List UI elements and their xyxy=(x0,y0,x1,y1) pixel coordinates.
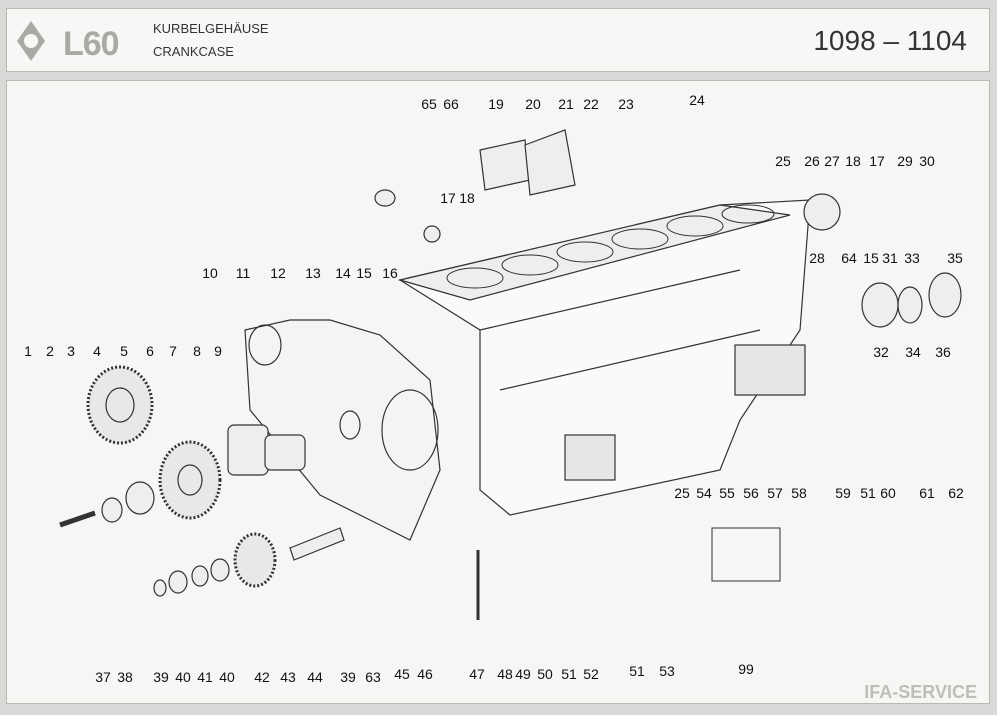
callout: 48 xyxy=(497,666,513,682)
callout: 61 xyxy=(919,485,935,501)
callout: 14 xyxy=(335,265,351,281)
callout: 35 xyxy=(947,250,963,266)
callout: 17 xyxy=(440,190,456,206)
callout: 5 xyxy=(120,343,128,359)
callout: 30 xyxy=(919,153,935,169)
callout: 28 xyxy=(809,250,825,266)
ifa-diamond-icon xyxy=(17,21,45,61)
callout: 51 xyxy=(629,663,645,679)
callout: 36 xyxy=(935,344,951,360)
callout: 1 xyxy=(24,343,32,359)
callout: 55 xyxy=(719,485,735,501)
callout: 6 xyxy=(146,343,154,359)
callout: 26 xyxy=(804,153,820,169)
callout: 8 xyxy=(193,343,201,359)
callout: 17 xyxy=(869,153,885,169)
ifa-service-label: IFA-SERVICE xyxy=(864,682,977,702)
page-range: 1098 – 1104 xyxy=(813,25,967,56)
gears xyxy=(86,365,277,588)
callout: 11 xyxy=(235,265,251,281)
callout: 18 xyxy=(845,153,861,169)
callout: 16 xyxy=(382,265,398,281)
callout: 22 xyxy=(583,96,599,112)
title-german: KURBELGEHÄUSE xyxy=(153,21,269,36)
callout: 52 xyxy=(583,666,599,682)
callout: 3 xyxy=(67,343,75,359)
callout: 58 xyxy=(791,485,807,501)
callout: 51 xyxy=(561,666,577,682)
callout: 56 xyxy=(743,485,759,501)
callout: 64 xyxy=(841,250,857,266)
callout: 23 xyxy=(618,96,634,112)
callout: 53 xyxy=(659,663,675,679)
front-plate xyxy=(244,319,441,541)
callout: 59 xyxy=(835,485,851,501)
callout: 13 xyxy=(305,265,321,281)
callout: 20 xyxy=(525,96,541,112)
title-english: CRANKCASE xyxy=(153,44,234,59)
callout: 40 xyxy=(175,669,191,685)
crankcase-block xyxy=(397,199,811,516)
callout: 4 xyxy=(93,343,101,359)
logo-text: L60 xyxy=(63,25,120,63)
callout: 46 xyxy=(417,666,433,682)
callout: 33 xyxy=(904,250,920,266)
callout: 38 xyxy=(117,669,133,685)
callout: 9 xyxy=(214,343,222,359)
callout: 50 xyxy=(537,666,553,682)
callout: 47 xyxy=(469,666,485,682)
callout: 63 xyxy=(365,669,381,685)
callout: 60 xyxy=(880,485,896,501)
callout: 37 xyxy=(95,669,111,685)
box-99 xyxy=(711,527,781,582)
callout: 12 xyxy=(270,265,286,281)
callout: 41 xyxy=(197,669,213,685)
callout: 57 xyxy=(767,485,783,501)
callout: 34 xyxy=(905,344,921,360)
callout: 32 xyxy=(873,344,889,360)
callout: 10 xyxy=(202,265,218,281)
callout: 39 xyxy=(153,669,169,685)
callout: 43 xyxy=(280,669,296,685)
callout: 29 xyxy=(897,153,913,169)
callout: 62 xyxy=(948,485,964,501)
callout: 18 xyxy=(459,190,475,206)
callout: 45 xyxy=(394,666,410,682)
callout: 44 xyxy=(307,669,323,685)
callout: 2 xyxy=(46,343,54,359)
callout: 54 xyxy=(696,485,712,501)
callout: 39 xyxy=(340,669,356,685)
callout: 7 xyxy=(169,343,177,359)
callout: 24 xyxy=(689,92,705,108)
callout: 49 xyxy=(515,666,531,682)
callout: 25 xyxy=(775,153,791,169)
ifa-l60-logo: L60 xyxy=(15,19,145,63)
callout: 25 xyxy=(674,485,690,501)
callout: 31 xyxy=(882,250,898,266)
callout: 99 xyxy=(738,661,754,677)
callout: 51 xyxy=(860,485,876,501)
callout: 15 xyxy=(356,265,372,281)
callout: 27 xyxy=(824,153,840,169)
callout: 21 xyxy=(558,96,574,112)
small-parts xyxy=(59,129,962,620)
callout: 66 xyxy=(443,96,459,112)
callout: 19 xyxy=(488,96,504,112)
callout: 40 xyxy=(219,669,235,685)
callout: 65 xyxy=(421,96,437,112)
callout: 15 xyxy=(863,250,879,266)
callout: 42 xyxy=(254,669,270,685)
header-bar: L60 KURBELGEHÄUSE CRANKCASE 1098 – 1104 xyxy=(6,8,990,72)
